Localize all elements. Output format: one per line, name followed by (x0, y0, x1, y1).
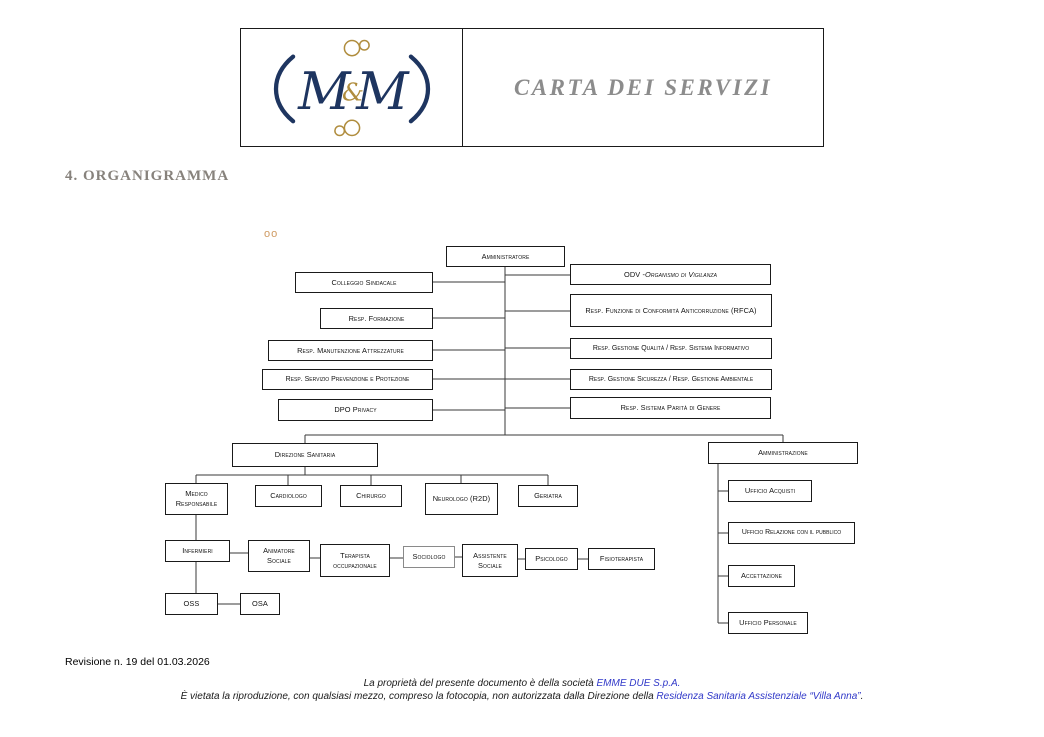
node-ufficio-relazione-con-il-pubblico: Ufficio Relazione con il pubblico (728, 522, 855, 544)
node-cardiologo: Cardiologo (255, 485, 322, 507)
odv-prefix: ODV - (623, 269, 646, 279)
node-amministrazione: Amministrazione (708, 442, 858, 464)
node-oss: OSS (165, 593, 218, 615)
node-terapista-occupazionale: Terapista occupazionale (320, 544, 390, 577)
node-geriatra: Geriatra (518, 485, 578, 507)
node-animatore-sociale: Animatore Sociale (248, 540, 310, 572)
node-medico-responsabile: Medico Responsabile (165, 483, 228, 515)
revision-note: Revisione n. 19 del 01.03.2026 (65, 656, 210, 668)
document-title: CARTA DEI SERVIZI (513, 74, 773, 100)
node-resp-formazione: Resp. Formazione (320, 308, 433, 329)
footer-prohibition-suffix: . (860, 690, 864, 702)
logo-cell: M & M (241, 29, 463, 146)
node-direzione-sanitaria: Direzione Sanitaria (232, 443, 378, 467)
node-resp-manutenzione-attrezzature: Resp. Manutenzione Attrezzature (268, 340, 433, 361)
node-psicologo: Psicologo (525, 548, 578, 570)
footer-ownership-prefix: La proprietà del presente documento è de… (363, 678, 597, 689)
node-odv-organismo-di-vigilanza: ODV - Organismo di Vigilanza (570, 264, 771, 285)
node-dpo-privacy: DPO Privacy (278, 399, 433, 421)
node-colleggio-sindacale: Colleggio Sindacale (295, 272, 433, 293)
node-chirurgo: Chirurgo (340, 485, 402, 507)
logo-gold-circles (333, 39, 370, 136)
logo-letter-m-right: M (355, 61, 410, 121)
node-neurologo-r2d: Neurologo (R2D) (425, 483, 498, 515)
node-resp-funzione-conformita-anticorruzione: Resp. Funzione di Conformità Anticorruzi… (570, 294, 772, 327)
node-fisioterapista: Fisioterapista (588, 548, 655, 570)
logo-right-flourish (408, 54, 430, 123)
section-title: 4. ORGANIGRAMMA (65, 168, 230, 184)
node-osa: OSA (240, 593, 280, 615)
node-resp-gestione-qualita: Resp. Gestione Qualità / Resp. Sistema I… (570, 338, 772, 359)
document-header: M & M CARTA DEI SERVIZI (240, 28, 824, 147)
node-resp-sistema-parita-di-genere: Resp. Sistema Parità di Genere (570, 397, 771, 419)
title-cell: CARTA DEI SERVIZI (463, 29, 823, 146)
node-ufficio-acquisti: Ufficio Acquisti (728, 480, 812, 502)
mm-monogram-logo: M & M (273, 39, 430, 136)
node-resp-servizio-prevenzione-protezione: Resp. Servizio Prevenzione e Protezione (262, 369, 433, 390)
node-amministratore: Amministratore (446, 246, 565, 267)
odv-name: Organismo di Vigilanza (645, 269, 718, 279)
villa-anna-link[interactable]: Residenza Sanitaria Assistenziale “Villa… (656, 690, 861, 702)
node-sociologo: Sociologo (403, 546, 455, 568)
logo-ampersand: & (341, 77, 363, 106)
logo-letter-m-left: M (297, 61, 352, 121)
logo-left-flourish (273, 54, 295, 123)
footer-legal-text: La proprietà del presente documento è de… (0, 678, 1044, 703)
emme-due-link[interactable]: EMME DUE S.p.A. (596, 678, 681, 689)
node-ufficio-personale: Ufficio Personale (728, 612, 808, 634)
artifact-oo: oo (264, 228, 279, 240)
footer-ownership-line: La proprietà del presente documento è de… (0, 678, 1044, 691)
node-resp-gestione-sicurezza-ambientale: Resp. Gestione Sicurezza / Resp. Gestion… (570, 369, 772, 390)
footer-prohibition-prefix: È vietata la riproduzione, con qualsiasi… (180, 690, 657, 702)
footer-prohibition-line: È vietata la riproduzione, con qualsiasi… (0, 691, 1044, 704)
node-accettazione: Accettazione (728, 565, 795, 587)
node-assistente-sociale: Assistente Sociale (462, 544, 518, 577)
node-infermieri: Infermieri (165, 540, 230, 562)
